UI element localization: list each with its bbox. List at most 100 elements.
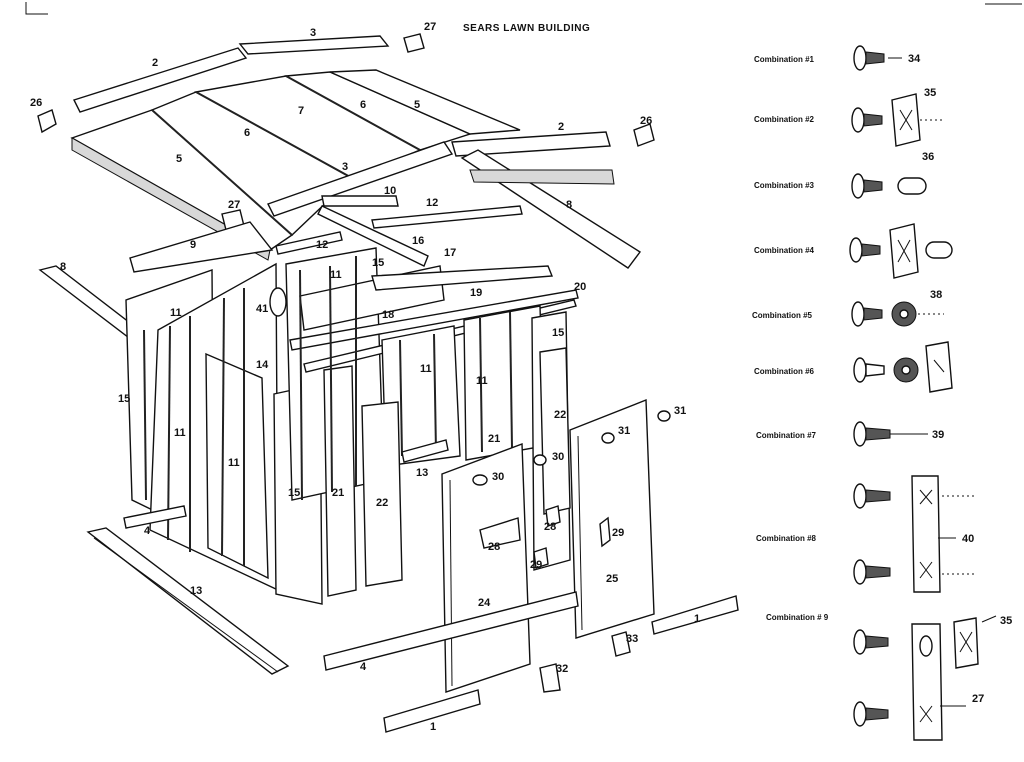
label-12-left: 12	[316, 239, 328, 251]
label-35-combo2: 35	[924, 87, 936, 99]
corner-cap-right	[633, 123, 655, 147]
label-15-corner: 15	[288, 487, 300, 499]
label-26-right: 26	[640, 115, 652, 127]
screw-icon	[851, 301, 883, 327]
roof-panel-5b	[329, 69, 521, 135]
screw-icon	[853, 421, 891, 447]
combination-3-label: Combination #3	[754, 181, 815, 190]
right-wall	[531, 311, 571, 571]
label-34: 34	[908, 53, 921, 65]
screw-icon	[853, 483, 891, 509]
clip-plate	[925, 341, 953, 393]
label-30-right: 30	[552, 451, 564, 463]
label-12-right: 12	[426, 197, 438, 209]
label-13-sill: 13	[416, 467, 428, 479]
track-4	[323, 591, 579, 671]
eave-trim-left	[73, 47, 248, 113]
combination-9-label: Combination # 9	[766, 613, 829, 622]
bolt-33	[611, 631, 631, 657]
label-22: 22	[376, 497, 388, 509]
label-9: 9	[190, 239, 196, 251]
combination-4-label: Combination #4	[754, 246, 815, 255]
jamb-22	[361, 401, 403, 587]
label-25: 25	[606, 573, 618, 585]
strap-27	[911, 623, 943, 741]
combination-5-label: Combination #5	[752, 311, 813, 320]
combination-6-label: Combination #6	[754, 367, 815, 376]
ridge-cap	[238, 35, 390, 55]
label-35-combo9: 35	[1000, 615, 1012, 627]
gable-framing	[129, 195, 523, 273]
track-4-left	[123, 505, 187, 529]
nut	[925, 241, 953, 259]
screw-icon	[849, 237, 881, 263]
track-1-right	[651, 595, 739, 635]
label-1-bottom: 1	[430, 721, 436, 733]
label-21: 21	[332, 487, 344, 499]
label-7: 7	[298, 105, 304, 117]
handle-29	[533, 516, 611, 569]
label-36: 36	[922, 151, 934, 163]
label-20: 20	[574, 281, 586, 293]
strap-40	[911, 475, 941, 593]
part-labels: 3 27 2 7 6 5 26 6 5 3 2 26 10 8 12 27 16…	[30, 21, 700, 733]
hinge-41	[269, 287, 287, 317]
label-8-right: 8	[566, 199, 572, 211]
gable-10	[321, 195, 399, 207]
label-13: 13	[190, 585, 202, 597]
label-28-right: 28	[544, 521, 556, 533]
label-17: 17	[444, 247, 456, 259]
label-2-left: 2	[152, 57, 158, 69]
label-3-mid: 3	[342, 161, 348, 173]
label-14: 14	[256, 359, 269, 371]
gable-19	[371, 265, 554, 291]
latch-31	[601, 410, 671, 444]
label-6-left: 6	[244, 127, 250, 139]
diagram-title: SEARS LAWN BUILDING	[463, 23, 590, 34]
brace-16	[317, 205, 429, 267]
label-19: 19	[470, 287, 482, 299]
gable-12-right	[371, 205, 523, 229]
bolt-32	[539, 663, 561, 693]
track-13	[86, 527, 290, 675]
label-4-left: 4	[144, 525, 151, 537]
label-10: 10	[384, 185, 396, 197]
label-11-left: 11	[170, 307, 182, 319]
corner-cap-left	[37, 109, 57, 134]
label-22-right: 22	[554, 409, 566, 421]
track-1-bottom	[383, 689, 481, 733]
screw-icon	[851, 173, 883, 199]
label-1-right: 1	[694, 613, 700, 625]
label-3-top: 3	[310, 27, 316, 39]
combination-7-label: Combination #7	[756, 431, 817, 440]
screw-icon	[853, 701, 889, 727]
door-right	[569, 398, 655, 639]
combination-legend: Combination #1 34 Combination #2 35 Comb…	[752, 45, 1012, 741]
gable-9	[129, 221, 274, 273]
label-41: 41	[256, 303, 268, 315]
label-11-back: 11	[330, 269, 342, 281]
header-20	[289, 289, 579, 351]
label-18: 18	[382, 309, 394, 321]
screw-icon	[851, 107, 883, 133]
nut-36	[897, 177, 927, 195]
rail-right-back	[469, 169, 615, 185]
combination-2-label: Combination #2	[754, 115, 815, 124]
label-31-right: 31	[674, 405, 686, 417]
label-24: 24	[478, 597, 491, 609]
cap-27-top	[403, 33, 425, 53]
label-15-left: 15	[118, 393, 130, 405]
label-27-mid: 27	[228, 199, 240, 211]
label-38: 38	[930, 289, 942, 301]
label-21-back: 21	[488, 433, 500, 445]
floor-tracks	[86, 439, 739, 733]
combination-8-label: Combination #8	[756, 534, 817, 543]
label-6-right: 6	[360, 99, 366, 111]
wall-ribs	[143, 256, 513, 566]
right-jamb-22	[539, 347, 571, 515]
label-8-left: 8	[60, 261, 66, 273]
label-40: 40	[962, 533, 974, 545]
latch-30	[472, 454, 547, 486]
label-5-right: 5	[414, 99, 420, 111]
label-33: 33	[626, 633, 638, 645]
